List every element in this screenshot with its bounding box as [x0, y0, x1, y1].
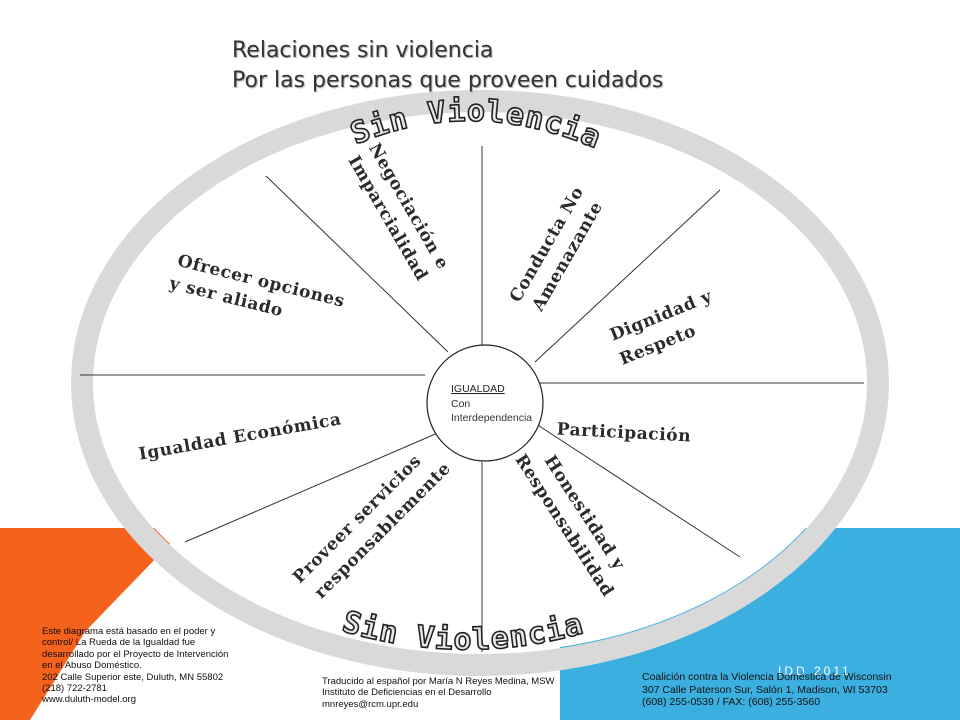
title-line-2: Por las personas que proveen cuidados — [232, 68, 664, 93]
spoke-line — [534, 189, 721, 363]
orange-corner-shape-lower — [0, 528, 150, 720]
hub-line3: Interdependencia — [451, 412, 532, 424]
footer-left-line: en el Abuso Doméstico. — [42, 660, 142, 672]
footer-translation-credits: Traducido al español por María N Reyes M… — [322, 676, 555, 710]
footer-middle-line: mnreyes@rcm.upr.edu — [322, 698, 419, 710]
footer-left-line: 202 Calle Superior este, Duluth, MN 5580… — [42, 671, 224, 683]
footer-middle-line: Instituto de Deficiencias en el Desarrol… — [322, 687, 492, 699]
footer-year-mark: IDD 2011 — [778, 664, 852, 678]
wheel-spokes — [80, 146, 864, 652]
footer-left-credits: Este diagrama está basado en el poder y … — [42, 626, 228, 706]
spoke-line — [184, 431, 441, 543]
footer-right-line: 307 Calle Paterson Sur, Salón 1, Madison… — [642, 683, 888, 696]
hub-circle — [426, 344, 544, 462]
title-line-1: Relaciones sin violencia — [232, 38, 494, 63]
footer-middle-line: Traducido al español por María N Reyes M… — [322, 676, 555, 687]
outer-ring — [71, 90, 889, 676]
footer-left-line: desarrollado por el Proyecto de Interven… — [42, 648, 229, 660]
hub-line2: Con — [451, 398, 470, 410]
footer-right-line: Coalición contra la Violencia Doméstica … — [642, 671, 892, 683]
footer-coalition-credits: Coalición contra la Violencia Doméstica … — [642, 671, 892, 709]
spoke-line — [529, 419, 741, 558]
footer-right-line: (608) 255-0539 / FAX: (608) 255-3560 — [642, 696, 821, 709]
hub-heading: IGUALDAD — [451, 383, 505, 395]
footer-left-line: control/ La Rueda de la Igualdad fue — [42, 637, 196, 649]
spoke-line — [265, 175, 449, 353]
footer-left-line: (218) 722-2781 — [42, 682, 107, 694]
footer-left-line: www.duluth-model.org — [42, 694, 136, 706]
footer-left-line: Este diagrama está basado en el poder y — [42, 626, 216, 637]
